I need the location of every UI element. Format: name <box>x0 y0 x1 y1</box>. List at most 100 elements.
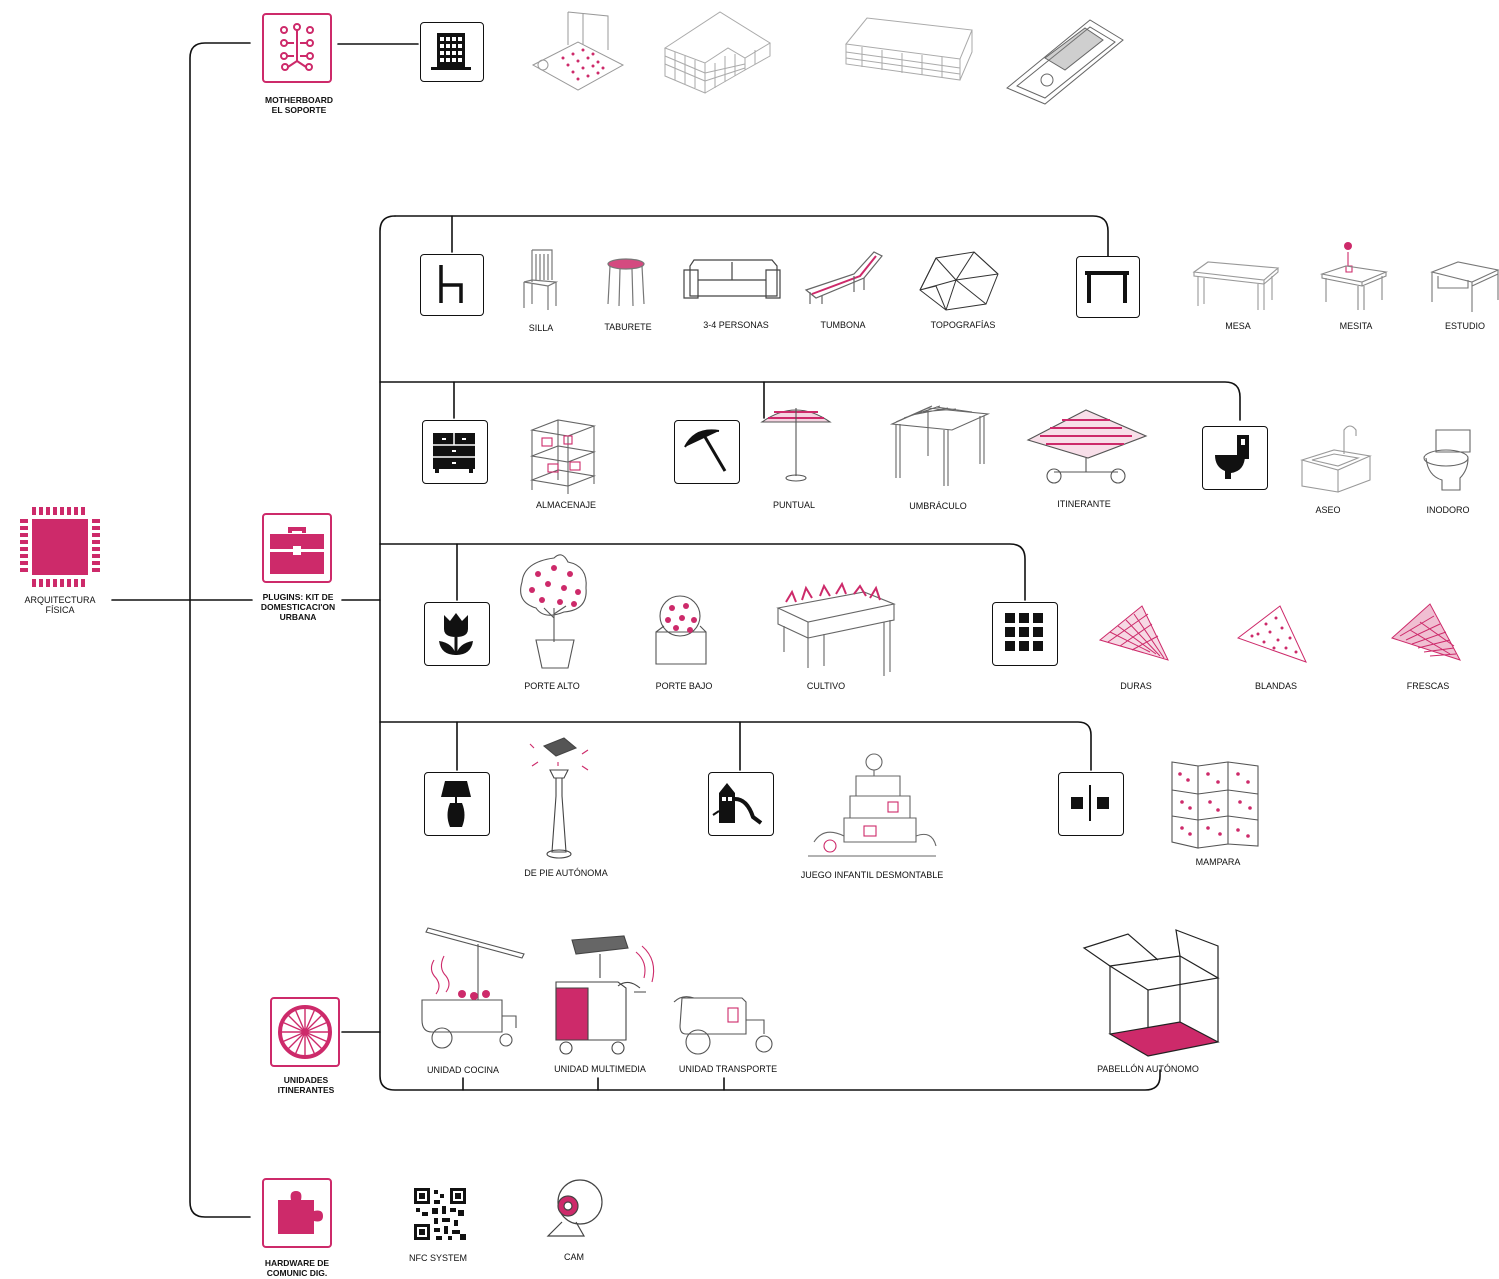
briefcase-icon <box>264 515 330 581</box>
estudio-sketch <box>1428 260 1499 314</box>
hardware-label: HARDWARE DE COMUNIC DIG. <box>265 1258 329 1278</box>
personas-label: 3-4 PERSONAS <box>703 320 769 330</box>
plugins-label-line1: PLUGINS: KIT DE <box>261 592 335 602</box>
toilet-icon <box>1203 427 1265 487</box>
plugins-node[interactable] <box>262 513 332 583</box>
table-category[interactable] <box>1076 256 1140 318</box>
mesa-sketch <box>1190 260 1280 312</box>
hardware-label-line2: COMUNIC DIG. <box>265 1268 329 1278</box>
stool-sketch <box>604 256 648 308</box>
tumbona-label: TUMBONA <box>821 320 866 330</box>
building-icon <box>421 23 481 79</box>
plugins-label: PLUGINS: KIT DE DOMESTICACI'ON URBANA <box>261 592 335 622</box>
playground-icon <box>709 773 771 833</box>
shrub-sketch <box>650 594 712 668</box>
inodoro-label: INODORO <box>1426 505 1469 515</box>
multimedia-label: UNIDAD MULTIMEDIA <box>554 1064 646 1074</box>
webcam-icon <box>540 1178 610 1244</box>
chip-icon <box>18 505 102 589</box>
cultivo-label: CULTIVO <box>807 681 845 691</box>
chair-icon <box>421 255 481 313</box>
screen-sketch <box>1168 758 1262 850</box>
lamp-icon <box>425 773 487 833</box>
root-label-line1: ARQUITECTURA <box>24 595 95 605</box>
duras-sketch <box>1098 604 1170 664</box>
tulip-icon <box>425 603 487 663</box>
sofa-sketch <box>682 254 782 304</box>
unidades-label: UNIDADES ITINERANTES <box>278 1075 335 1095</box>
dresser-category[interactable] <box>422 420 488 484</box>
umbrella-icon <box>675 421 737 481</box>
transport-cart-sketch <box>672 990 776 1060</box>
multimedia-cart-sketch <box>548 932 664 1060</box>
chair-category[interactable] <box>420 254 484 316</box>
nfc-label: NFC SYSTEM <box>409 1253 467 1263</box>
umbrella-category[interactable] <box>674 420 740 484</box>
mesa-label: MESA <box>1225 321 1251 331</box>
motherboard-label-line2: EL SOPORTE <box>265 105 333 115</box>
transporte-label: UNIDAD TRANSPORTE <box>679 1064 777 1074</box>
motherboard-node[interactable] <box>262 13 332 83</box>
playset-sketch <box>804 746 940 864</box>
lounger-sketch <box>804 248 886 306</box>
planter-sketch <box>774 582 898 680</box>
frescas-sketch <box>1390 602 1462 664</box>
taburete-label: TABURETE <box>604 322 651 332</box>
playground-category[interactable] <box>708 772 774 836</box>
unidades-label-line2: ITINERANTES <box>278 1085 335 1095</box>
cam-label: CAM <box>564 1252 584 1262</box>
duras-label: DURAS <box>1120 681 1152 691</box>
de-pie-label: DE PIE AUTÓNOMA <box>524 868 608 878</box>
unidades-node[interactable] <box>270 997 340 1067</box>
l-building-sketch <box>660 8 780 98</box>
sink-sketch <box>1298 420 1374 492</box>
pergola-sketch <box>888 402 992 488</box>
porte-alto-label: PORTE ALTO <box>524 681 580 691</box>
frescas-label: FRESCAS <box>1407 681 1450 691</box>
grid-category[interactable] <box>992 602 1058 666</box>
porte-bajo-label: PORTE BAJO <box>656 681 713 691</box>
building-category[interactable] <box>420 22 484 82</box>
motherboard-label-line1: MOTHERBOARD <box>265 95 333 105</box>
partition-category[interactable] <box>1058 772 1124 836</box>
wheel-icon <box>272 999 338 1065</box>
umbraculo-label: UMBRÁCULO <box>909 501 967 511</box>
aseo-label: ASEO <box>1315 505 1340 515</box>
unidades-label-line1: UNIDADES <box>278 1075 335 1085</box>
estudio-label: ESTUDIO <box>1445 321 1485 331</box>
mesita-label: MESITA <box>1340 321 1373 331</box>
kitchen-cart-sketch <box>412 920 530 1060</box>
lamp-category[interactable] <box>424 772 490 836</box>
topografias-label: TOPOGRAFÍAS <box>931 320 996 330</box>
chair-sketch <box>518 246 562 312</box>
shelves-sketch <box>526 418 600 494</box>
itinerante-label: ITINERANTE <box>1057 499 1111 509</box>
puntual-label: PUNTUAL <box>773 500 815 510</box>
silla-label: SILLA <box>529 323 554 333</box>
almacenaje-label: ALMACENAJE <box>536 500 596 510</box>
solar-lamp-sketch <box>528 736 590 862</box>
juego-label: JUEGO INFANTIL DESMONTABLE <box>801 870 944 880</box>
plaza-plan-sketch <box>1005 18 1125 104</box>
pabellon-label: PABELLÓN AUTÓNOMO <box>1097 1064 1199 1074</box>
qr-code-icon <box>414 1188 466 1240</box>
tulip-category[interactable] <box>424 602 490 666</box>
blandas-sketch <box>1236 604 1308 664</box>
hardware-label-line1: HARDWARE DE <box>265 1258 329 1268</box>
cocina-label: UNIDAD COCINA <box>427 1065 499 1075</box>
grid-icon <box>993 603 1055 663</box>
table-icon <box>1077 257 1137 315</box>
toilet-category[interactable] <box>1202 426 1268 490</box>
puzzle-icon <box>264 1180 330 1246</box>
motherboard-label: MOTHERBOARD EL SOPORTE <box>265 95 333 115</box>
hardware-node[interactable] <box>262 1178 332 1248</box>
topography-sketch <box>916 250 1002 312</box>
long-building-sketch <box>842 14 977 84</box>
partition-icon <box>1059 773 1121 833</box>
plugins-label-line3: URBANA <box>261 612 335 622</box>
root-label-line2: FÍSICA <box>24 605 95 615</box>
plaza-grid-sketch <box>528 10 628 98</box>
circuit-icon <box>264 15 330 81</box>
blandas-label: BLANDAS <box>1255 681 1297 691</box>
